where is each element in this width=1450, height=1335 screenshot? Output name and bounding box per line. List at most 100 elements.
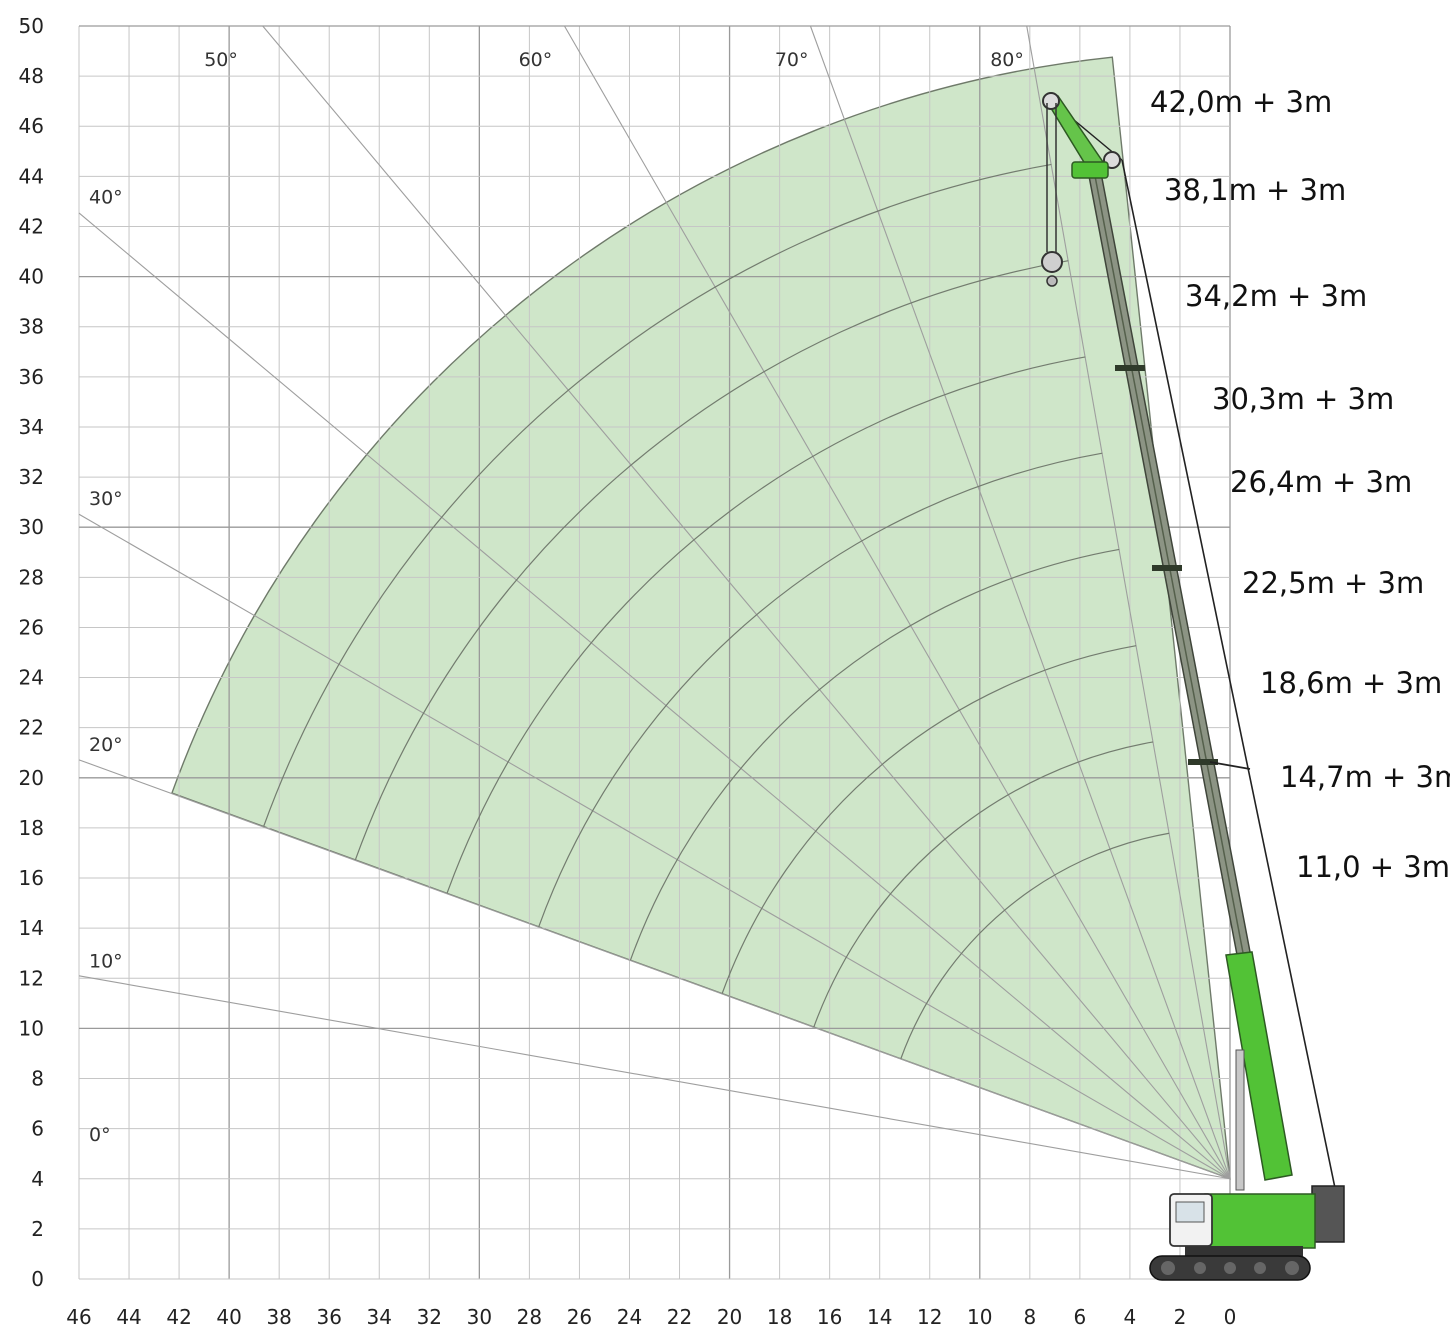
angle-labels: 0° 10° 20° 30° 40° 50° 60° 70° 80°	[89, 49, 1024, 1146]
y-tick-label: 42	[19, 214, 44, 238]
x-tick-label: 34	[367, 1305, 392, 1329]
y-tick-label: 18	[19, 816, 44, 840]
y-tick-label: 38	[19, 315, 44, 339]
guy-line	[1121, 159, 1336, 1189]
x-tick-label: 24	[617, 1305, 642, 1329]
machine-carbody	[1185, 1246, 1303, 1256]
boom-length-arc	[263, 163, 1052, 827]
x-tick-label: 2	[1174, 1305, 1187, 1329]
track-roller-icon	[1161, 1261, 1175, 1275]
angle-label: 30°	[89, 488, 123, 510]
boom-length-label: 34,2m + 3m	[1185, 279, 1367, 313]
boom-illustration	[1041, 92, 1345, 1281]
angle-label: 80°	[990, 49, 1024, 71]
x-tick-label: 8	[1023, 1305, 1036, 1329]
lift-cylinder	[1235, 1049, 1245, 1191]
boom-length-label: 14,7m + 3m	[1280, 760, 1450, 794]
x-tick-label: 40	[216, 1305, 241, 1329]
x-tick-label: 14	[867, 1305, 892, 1329]
boom-length-arc	[538, 452, 1103, 927]
angle-label: 40°	[89, 186, 123, 208]
boom-length-label: 26,4m + 3m	[1230, 465, 1412, 499]
cab-window	[1175, 1201, 1205, 1223]
y-tick-label: 12	[19, 966, 44, 990]
boom-length-label: 18,6m + 3m	[1260, 666, 1442, 700]
y-tick-label: 26	[19, 615, 44, 639]
angle-label: 70°	[775, 49, 809, 71]
boom-length-labels: 11,0 + 3m 14,7m + 3m 18,6m + 3m 22,5m + 3m 2…	[1150, 85, 1450, 884]
angle-ray	[809, 25, 1231, 1179]
boom-length-label: 38,1m + 3m	[1164, 173, 1346, 207]
y-tick-label: 8	[31, 1067, 44, 1091]
x-tick-label: 12	[917, 1305, 942, 1329]
x-tick-label: 0	[1224, 1305, 1237, 1329]
boom-length-arc	[721, 645, 1137, 994]
x-tick-label: 20	[717, 1305, 742, 1329]
angle-ray	[78, 212, 1231, 1180]
x-tick-label: 28	[517, 1305, 542, 1329]
angle-ray	[1026, 25, 1231, 1179]
boom-length-arc	[629, 548, 1120, 961]
y-tick-label: 22	[19, 716, 44, 740]
hook-block-icon	[1041, 251, 1063, 273]
x-tick-label: 46	[66, 1305, 91, 1329]
x-tick-label: 6	[1074, 1305, 1087, 1329]
y-tick-label: 24	[19, 666, 44, 690]
track-roller-icon	[1254, 1262, 1266, 1274]
x-tick-label: 42	[166, 1305, 191, 1329]
y-tick-label: 36	[19, 365, 44, 389]
x-tick-label: 44	[116, 1305, 141, 1329]
x-tick-label: 26	[567, 1305, 592, 1329]
y-axis-ticks: 0246810121416182022242628303234363840424…	[19, 14, 44, 1291]
boom-length-label: 42,0m + 3m	[1150, 85, 1332, 119]
y-tick-label: 4	[31, 1167, 44, 1191]
y-tick-label: 44	[19, 164, 44, 188]
angle-ray	[78, 513, 1231, 1180]
y-tick-label: 28	[19, 565, 44, 589]
y-tick-label: 32	[19, 465, 44, 489]
x-tick-label: 4	[1124, 1305, 1137, 1329]
angle-label: 60°	[519, 49, 553, 71]
boom-lower	[1225, 951, 1293, 1181]
boom-length-arc	[354, 260, 1069, 861]
y-tick-label: 2	[31, 1217, 44, 1241]
track-roller-icon	[1285, 1261, 1299, 1275]
y-tick-label: 48	[19, 64, 44, 88]
boom-length-arc	[900, 832, 1170, 1059]
angle-rays	[78, 25, 1231, 1180]
angle-label: 20°	[89, 734, 123, 756]
boom-section-joint	[1152, 565, 1182, 571]
x-tick-label: 22	[667, 1305, 692, 1329]
boom-section-joint	[1188, 759, 1218, 765]
boom-length-label: 11,0 + 3m	[1296, 850, 1450, 884]
working-range-area	[171, 56, 1231, 1180]
x-tick-label: 18	[767, 1305, 792, 1329]
hook-icon	[1046, 275, 1058, 287]
y-tick-label: 20	[19, 766, 44, 790]
chart-grid	[78, 25, 1231, 1280]
angle-label: 0°	[89, 1124, 111, 1146]
boom-length-arc	[813, 741, 1154, 1028]
y-tick-label: 34	[19, 415, 44, 439]
x-tick-label: 10	[967, 1305, 992, 1329]
y-tick-label: 16	[19, 866, 44, 890]
track-roller-icon	[1224, 1262, 1236, 1274]
boom-head	[1071, 161, 1109, 179]
working-range-fill	[171, 56, 1231, 1180]
y-tick-label: 50	[19, 14, 44, 38]
track-roller-icon	[1194, 1262, 1206, 1274]
y-tick-label: 0	[31, 1267, 44, 1291]
x-tick-label: 16	[817, 1305, 842, 1329]
angle-label: 10°	[89, 950, 123, 972]
angle-ray	[563, 25, 1231, 1180]
angle-label: 50°	[204, 49, 238, 71]
boom-length-label: 22,5m + 3m	[1242, 566, 1424, 600]
angle-ray	[78, 975, 1231, 1180]
x-tick-label: 30	[467, 1305, 492, 1329]
boom-pointer	[1209, 761, 1251, 770]
y-tick-label: 6	[31, 1117, 44, 1141]
boom-length-arcs	[263, 163, 1170, 1059]
boom-length-label: 30,3m + 3m	[1212, 382, 1394, 416]
